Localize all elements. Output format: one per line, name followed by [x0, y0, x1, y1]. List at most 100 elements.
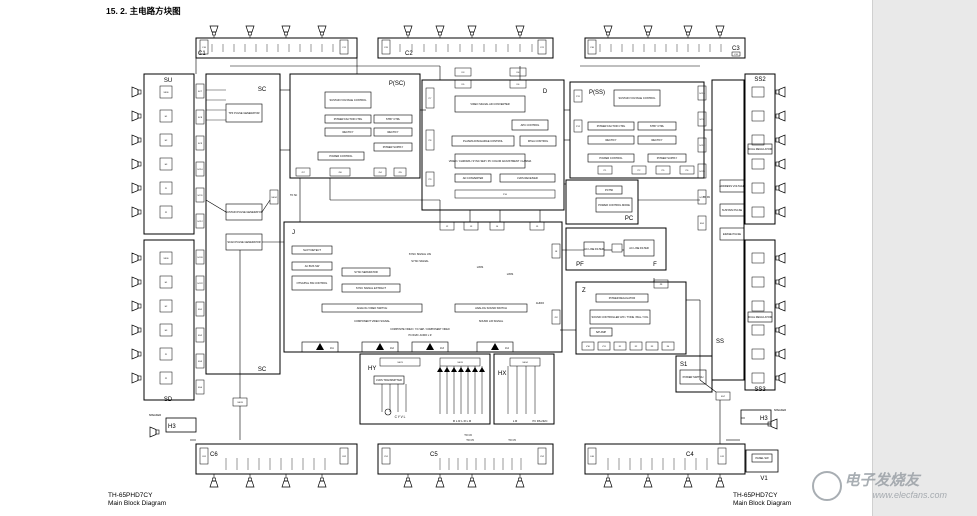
speaker-ss2-0-base [775, 89, 780, 95]
ss-conn-4-label: SC22 [699, 197, 705, 199]
power-supply-left-label: POWER SUPPLY [383, 145, 404, 149]
speaker-top-c2-2 [467, 25, 477, 33]
conn-j13-label: J12 [554, 317, 558, 319]
speaker-bot-c4-2 [683, 480, 693, 488]
conn-c50-label: C51 [384, 456, 389, 458]
hy-out-arrow-5 [472, 367, 478, 372]
input-conn-0 [301, 341, 339, 353]
erase-pulse-label: ERASE PULSE [723, 232, 741, 236]
su-conn-3 [195, 161, 205, 177]
ss-conn-4 [697, 189, 707, 205]
rectify-left-1-label: RECTIFY [342, 130, 353, 134]
conn-p12-right [679, 165, 695, 175]
apc-control-label: APC CONTROL [521, 123, 540, 127]
lvds-receiver-box [499, 173, 556, 183]
speaker-ss3-0 [778, 252, 786, 264]
speaker-sd-0 [131, 252, 139, 264]
board-hy-label: HY [368, 366, 376, 372]
conn-h1 [379, 357, 421, 367]
model-label-left: TH-65PHD7CY [108, 492, 153, 499]
conn-p6-left [393, 167, 407, 177]
conn-d1-label: P7 [429, 98, 432, 100]
ss3-cell-2 [751, 300, 765, 312]
sd-cell-label-0: SS36 [164, 258, 170, 260]
speaker-ss2-3-base [775, 161, 780, 167]
ss-conn-1-label: SC11 [699, 119, 705, 121]
conn-d32-label: D4 [517, 72, 521, 74]
caption-label-left: Main Block Diagram [108, 499, 167, 507]
conn-c21 [537, 39, 547, 55]
conn-c50 [381, 447, 391, 465]
conn-p5-left [373, 167, 387, 177]
label-to-c6: TO C6 [464, 433, 472, 437]
conn-d34 [509, 79, 527, 89]
caption-label-right: Main Block Diagram [733, 499, 792, 507]
speaker-h3-right-base [767, 421, 772, 427]
board-j-label: J [292, 230, 295, 236]
speaker-top-c2-3-base [518, 31, 522, 36]
speaker-top-c3-1 [643, 25, 653, 33]
conn-p8-left-label: J17 [301, 172, 305, 174]
speaker-top-c3-0-base [606, 31, 610, 36]
model-caption-right: TH-65PHD7CY Main Block Diagram [733, 492, 791, 507]
z-conn-2-label: F1 [619, 346, 622, 348]
sd-cell-label-2: H2 [165, 306, 168, 308]
power-factor-ctrl-left-box [324, 114, 372, 124]
speaker-bot-c6-2 [281, 480, 291, 488]
analog-sound-switch-label: ANALOG SOUND SWITCH [475, 306, 507, 310]
speaker-sd-4 [131, 348, 139, 360]
conn-ss23-label: SS7 [721, 396, 726, 398]
board-sd [143, 239, 195, 401]
su-cell-3 [159, 157, 173, 171]
sd-conn-0-label: SC20 [197, 257, 203, 259]
stby-ctrl-left-label: STBY CTRL [386, 117, 401, 121]
conn-j4 [463, 221, 479, 231]
ss-conn-5 [697, 215, 707, 231]
sustain-voltage-control-left-box [324, 91, 372, 109]
su-conn-5 [195, 213, 205, 229]
speaker-ss3-5-base [775, 375, 780, 381]
speaker-top-c3-3 [715, 25, 725, 33]
speaker-sd-5 [131, 372, 139, 384]
sustain-voltage-control-left-label: SUSTAIN VOLTAGE CONTROL [329, 98, 367, 102]
ad-converter-box [454, 173, 492, 183]
board-c4 [584, 443, 746, 475]
conn-z1 [653, 279, 669, 289]
speaker-ss3-3-base [775, 327, 780, 333]
erase-pulse-box [719, 227, 745, 241]
section-title: 15. 2. 主电路方块图 [106, 6, 181, 16]
su-conn-1-label: SC8 [198, 117, 203, 119]
label-to-c5: TO C5 [466, 438, 474, 442]
tpf-pulse-generator-label: TPF PULSE GENERATOR [228, 111, 259, 115]
address-voltage-label: ADDRESS VOLTAGE [719, 184, 744, 188]
rectify-left-2-label: RECTIFY [387, 130, 398, 134]
watermark-url: www.elecfans.com [872, 490, 947, 500]
conn-j5 [489, 221, 505, 231]
speaker-bot-c4-3-base [718, 477, 722, 482]
sp-amp-label: S/P AMP [596, 330, 607, 334]
conn-p9-right [597, 165, 613, 175]
speaker-top-c2-3 [515, 25, 525, 33]
board-d [421, 79, 565, 211]
sustain-voltage-control-right-box [613, 89, 661, 107]
speaker-su-3 [131, 158, 139, 170]
speaker-su-3-base [137, 161, 142, 167]
su-cell-label-4: Z1 [165, 188, 168, 190]
conn-d1 [425, 87, 435, 109]
power-control-left-box [317, 151, 365, 161]
sd-cell-3 [159, 323, 173, 337]
ss-conn-3-label: SC20 [699, 171, 705, 173]
label-sound-lr: SOUND L/R SIGNAL [479, 319, 504, 323]
z-conn-1 [597, 341, 611, 351]
sd-conn-4 [195, 353, 205, 369]
input-conn-1 [361, 341, 399, 353]
watermark: 电子发烧友 www.elecfans.com [812, 469, 947, 501]
speaker-bot-c5-3 [515, 480, 525, 488]
conn-p12-right-label: P6 [686, 170, 689, 172]
video-ad-converter-box [454, 95, 526, 113]
sustain-voltage-control-right-label: SUSTAIN VOLTAGE CONTROL [618, 96, 656, 100]
ac-line-filter-2-box [623, 239, 655, 257]
conn-p8-left [295, 167, 311, 177]
sd-conn-3-label: SS2 [198, 335, 203, 337]
conn-d6 [573, 119, 583, 133]
